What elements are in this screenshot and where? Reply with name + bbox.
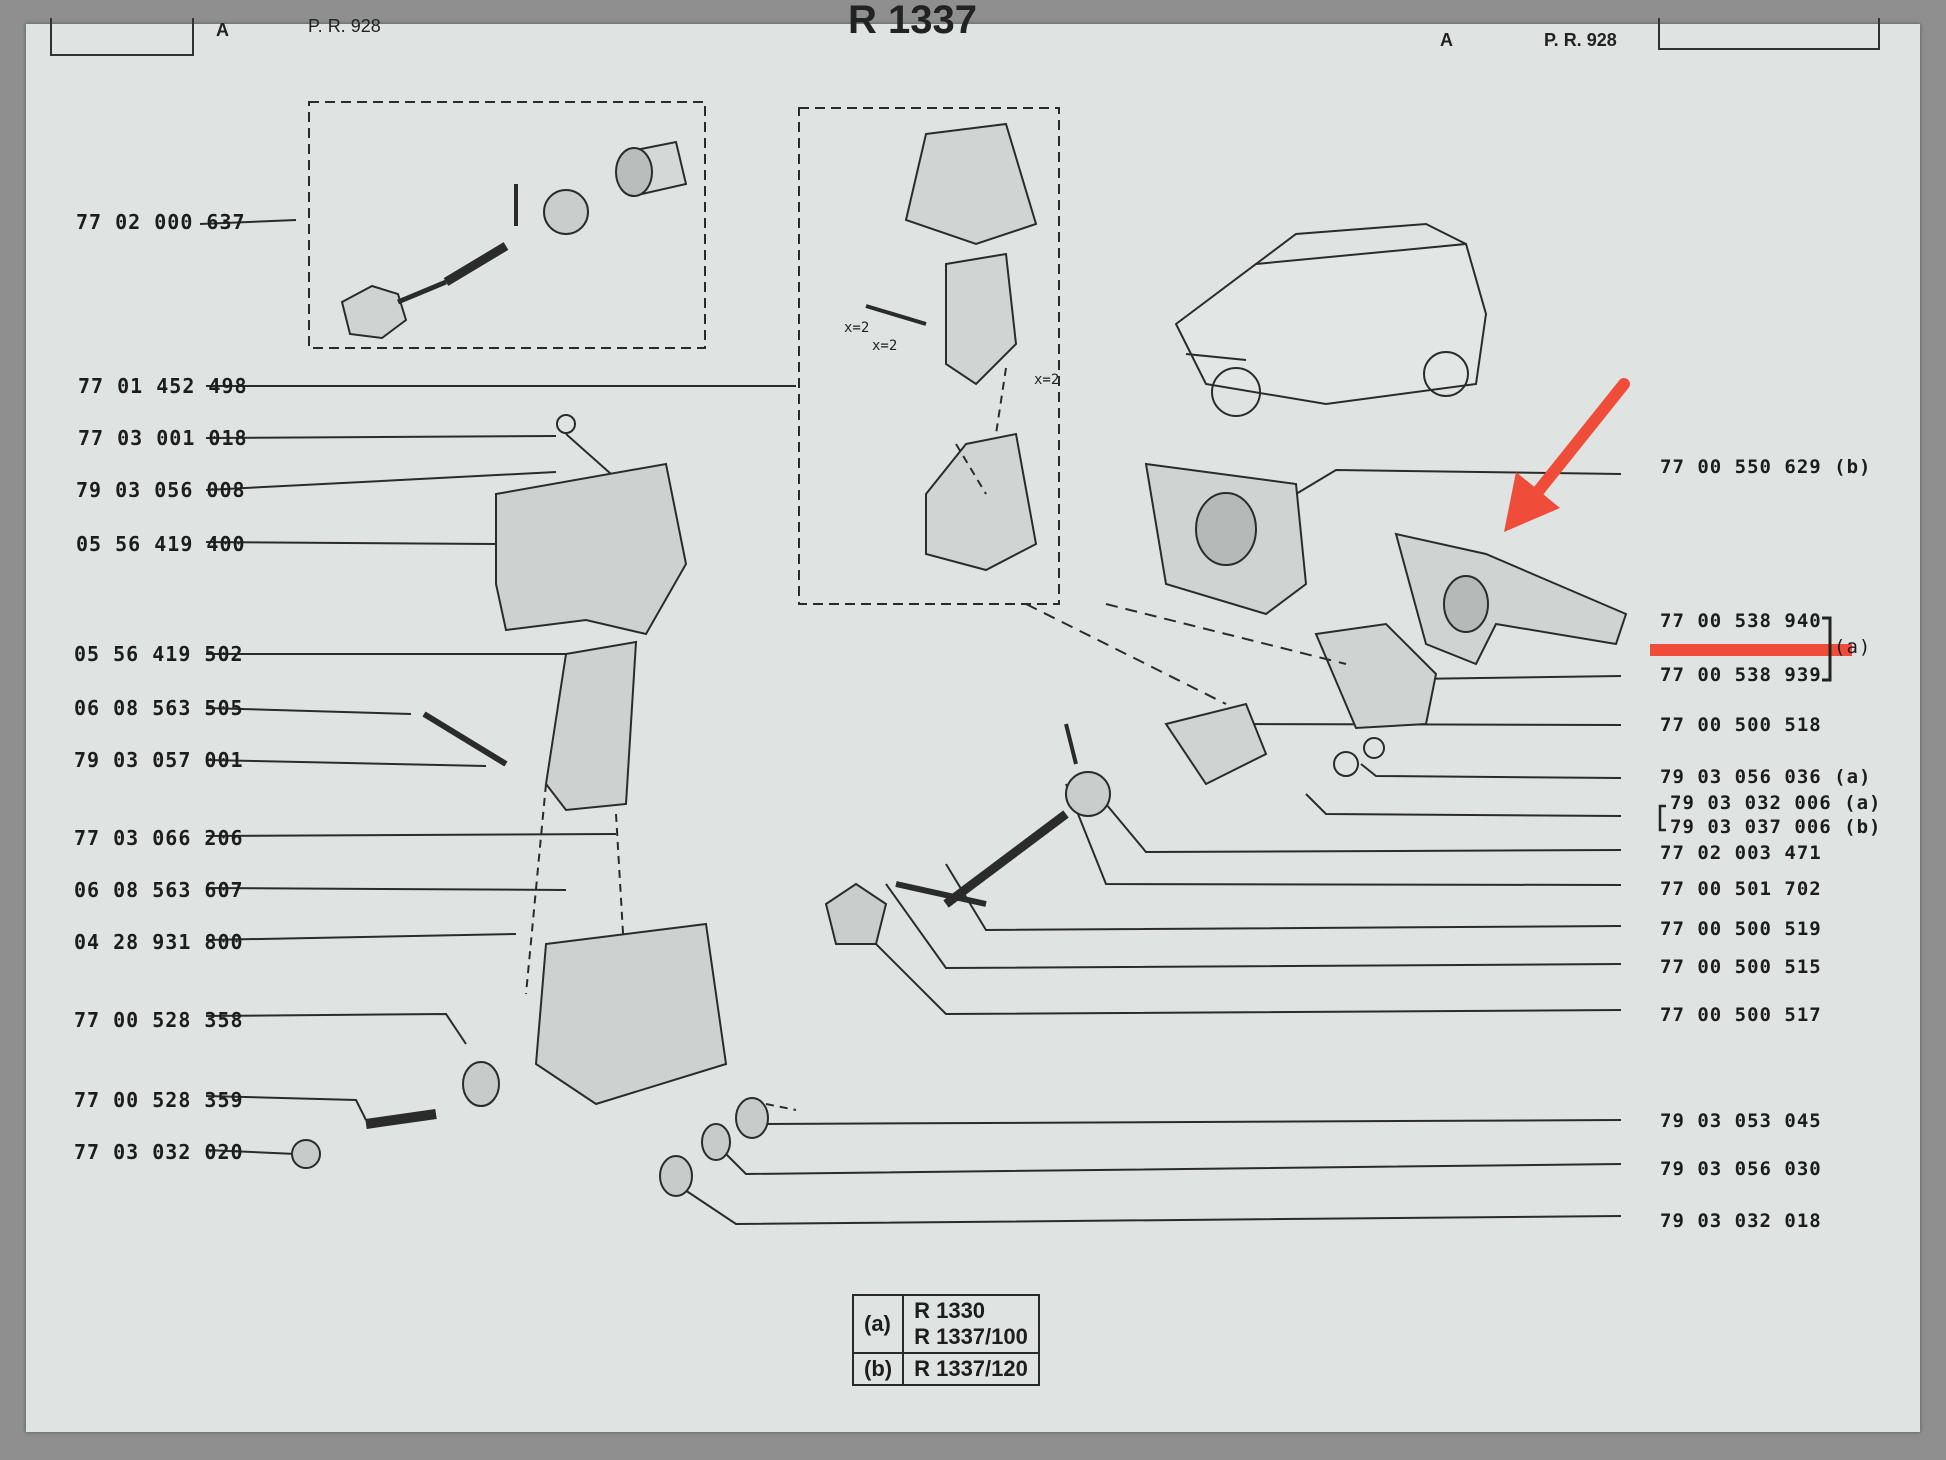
part-number: 79 03 037 006 (b) xyxy=(1670,816,1882,838)
lock-kit-group-box xyxy=(308,101,706,349)
hinge-kit-group-box xyxy=(798,107,1060,605)
header-title: R 1337 xyxy=(848,0,977,42)
part-number: 05 56 419 502 xyxy=(74,642,244,666)
car-illustration xyxy=(1174,222,1488,417)
part-number: 79 03 056 030 xyxy=(1660,1158,1822,1180)
part-number: 77 01 452 498 xyxy=(78,374,248,398)
legend-models-b: R 1337/120 xyxy=(903,1352,1040,1386)
legend-key-b: (b) xyxy=(851,1352,905,1386)
qty-label: x=2 xyxy=(872,338,897,354)
part-number: 77 00 528 358 xyxy=(74,1008,244,1032)
part-number: 79 03 057 001 xyxy=(74,748,244,772)
part-number: 77 03 032 020 xyxy=(74,1140,244,1164)
part-number: 77 03 066 206 xyxy=(74,826,244,850)
red-arrow-head xyxy=(1504,472,1560,532)
part-number: 77 00 528 359 xyxy=(74,1088,244,1112)
legend-model: R 1337/100 xyxy=(914,1324,1028,1349)
alt-part-brace xyxy=(1658,804,1666,832)
legend-model: R 1330 xyxy=(914,1298,986,1323)
lock-kit-parts xyxy=(340,140,688,340)
part-number: 77 00 500 517 xyxy=(1660,1004,1822,1026)
part-number: 77 00 500 515 xyxy=(1660,956,1822,978)
red-underline-annotation xyxy=(1650,644,1852,656)
hinge-kit-parts xyxy=(865,122,1038,572)
part-number: 05 56 419 400 xyxy=(76,532,246,556)
part-number: 77 00 538 939 xyxy=(1660,664,1822,686)
legend-key-a: (a) xyxy=(851,1294,905,1354)
part-number: 79 03 032 006 (a) xyxy=(1670,792,1882,814)
left-hinge-assembly xyxy=(291,414,797,1197)
part-number: 77 00 500 518 xyxy=(1660,714,1822,736)
part-number: 79 03 056 008 xyxy=(76,478,246,502)
header-right-box xyxy=(1658,18,1880,50)
part-number: 06 08 563 607 xyxy=(74,878,244,902)
part-number: 77 00 501 702 xyxy=(1660,878,1822,900)
part-number: 79 03 053 045 xyxy=(1660,1110,1822,1132)
part-bracket xyxy=(1822,616,1832,682)
header-left-letter: A xyxy=(216,20,229,40)
part-number: 06 08 563 505 xyxy=(74,696,244,720)
qty-label: x=2 xyxy=(844,320,869,336)
qty-label: x=2 xyxy=(1034,372,1059,388)
red-arrow-annotation xyxy=(1530,378,1630,500)
part-number: 77 02 000 637 xyxy=(76,210,246,234)
right-lock-assembly xyxy=(824,462,1628,945)
header-left-ref: P. R. 928 xyxy=(308,16,381,36)
part-number: 79 03 032 018 xyxy=(1660,1210,1822,1232)
model-legend: (a) R 1330 R 1337/100 (b) R 1337/120 xyxy=(851,1294,1040,1386)
bracket-label: (a) xyxy=(1834,636,1872,658)
part-number: 79 03 056 036 (a) xyxy=(1660,766,1872,788)
part-number: 77 02 003 471 xyxy=(1660,842,1822,864)
part-number: 77 00 500 519 xyxy=(1660,918,1822,940)
legend-model: R 1337/120 xyxy=(914,1356,1028,1381)
part-number: 04 28 931 800 xyxy=(74,930,244,954)
legend-models-a: R 1330 R 1337/100 xyxy=(903,1294,1040,1354)
header-right-letter: A xyxy=(1440,30,1453,50)
left-leader-lines xyxy=(199,219,796,1155)
header-left-box xyxy=(50,18,194,56)
parts-diagram-sheet: A P. R. 928 R 1337 A P. R. 928 xyxy=(26,0,1920,1432)
part-number: 77 00 538 940 xyxy=(1660,610,1822,632)
header-right-ref: P. R. 928 xyxy=(1544,30,1617,50)
part-number: 77 03 001 018 xyxy=(78,426,248,450)
exploded-view-drawing: x=2 x=2 x=2 xyxy=(199,101,1852,1226)
part-number: 77 00 550 629 (b) xyxy=(1660,456,1872,478)
